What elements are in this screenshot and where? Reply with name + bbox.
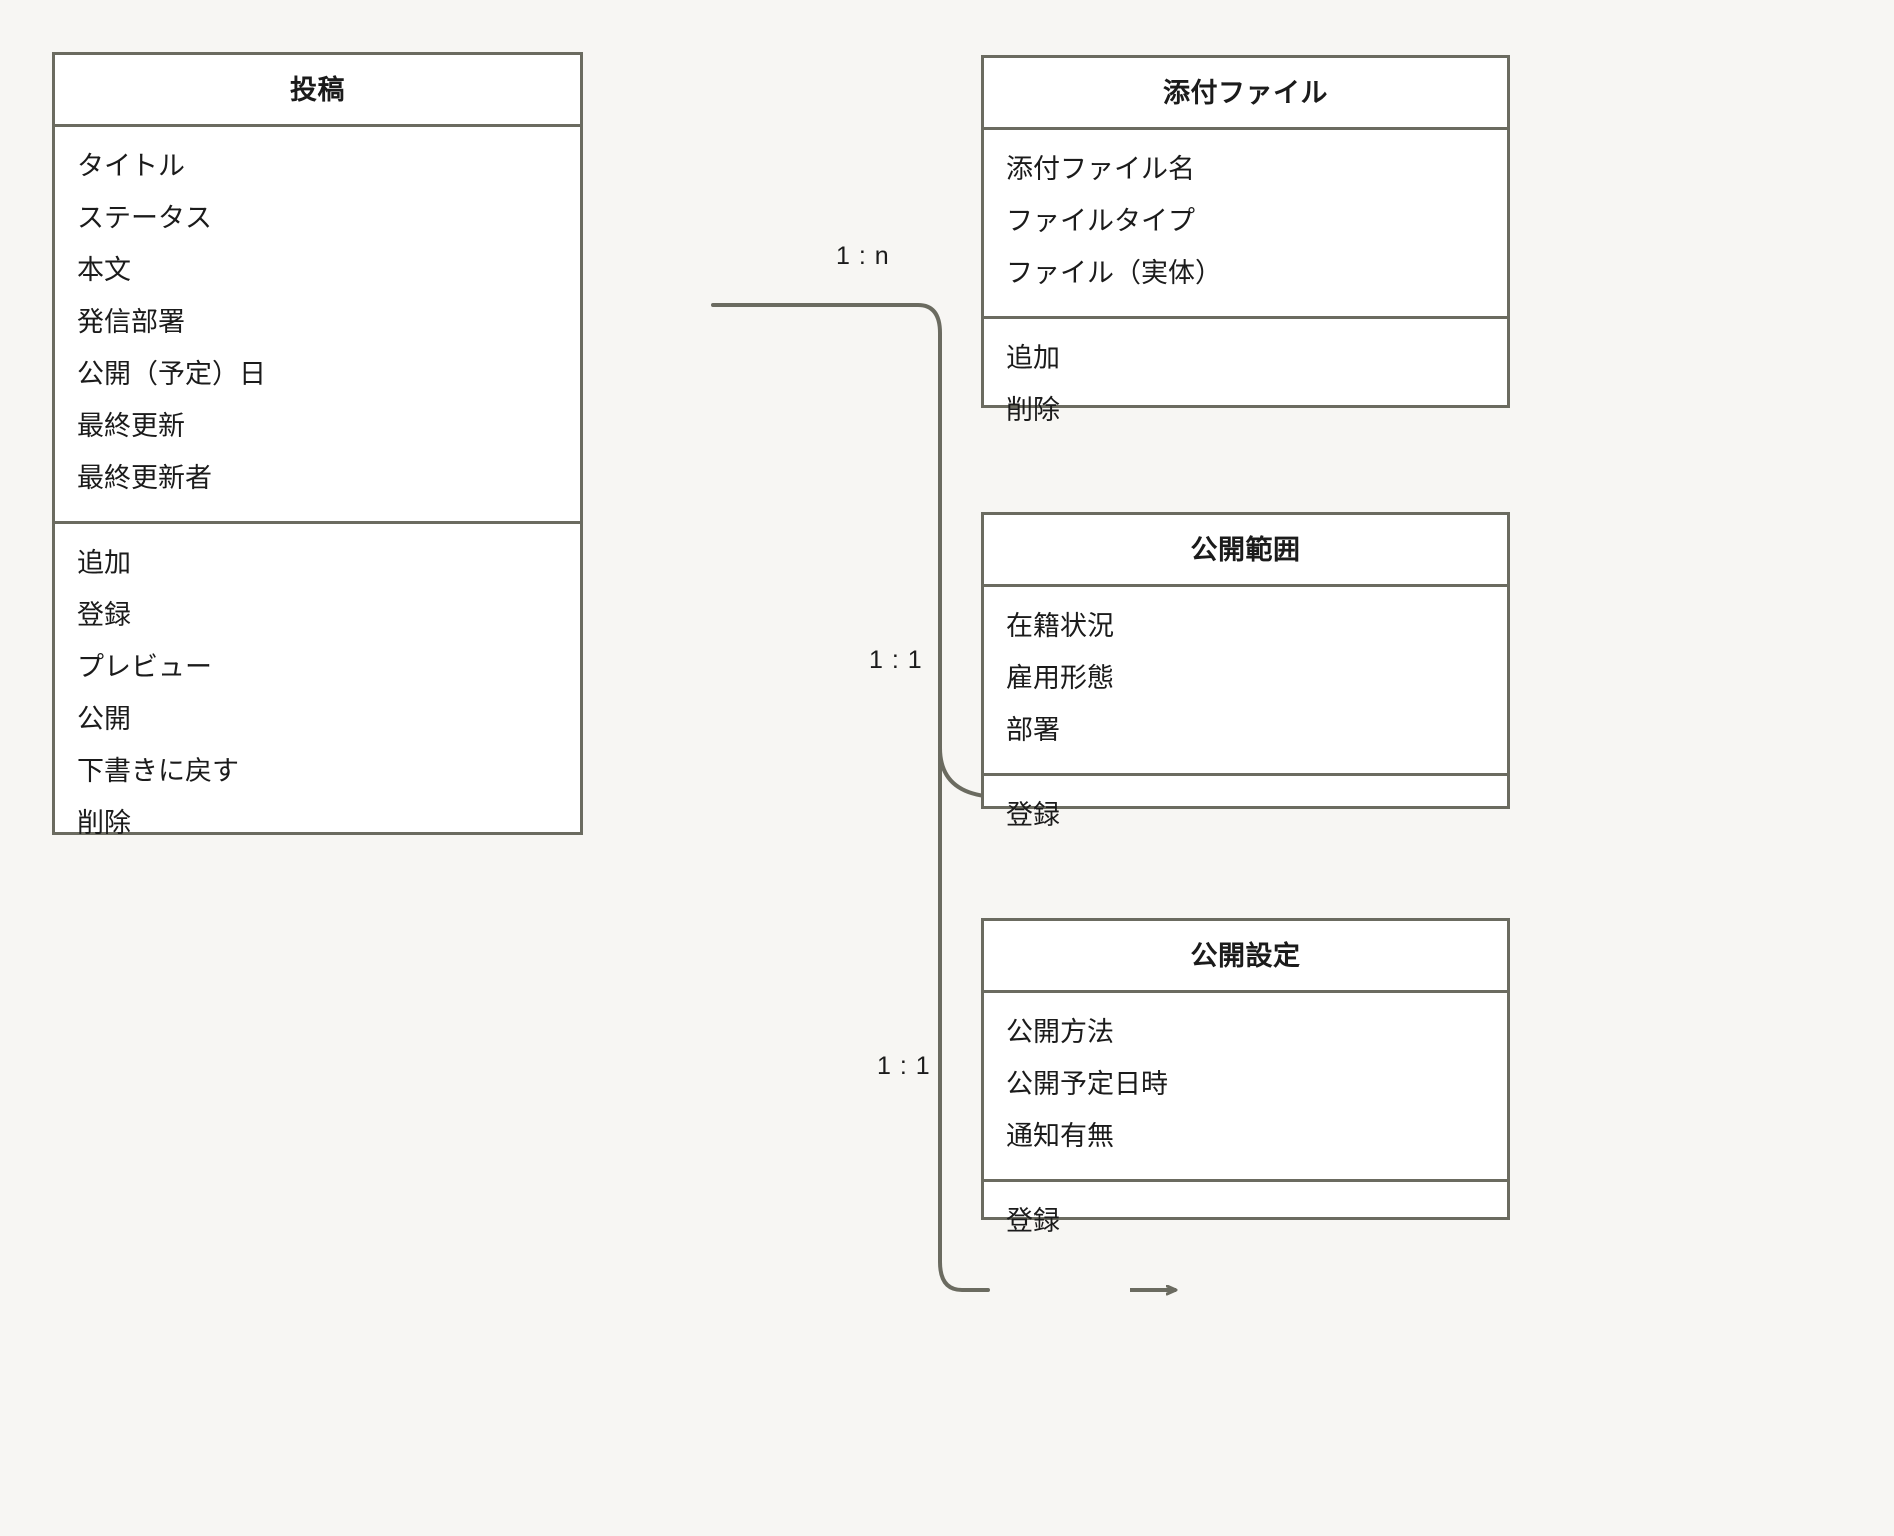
relation-trunk xyxy=(711,303,990,1292)
attribute-row: 発信部署 xyxy=(77,307,185,337)
attribute-row: タイトル xyxy=(77,151,185,181)
class-attributes-settings: 公開方法 公開予定日時 通知有無 xyxy=(984,993,1507,1179)
operation-row: 登録 xyxy=(1006,1206,1060,1236)
attribute-row: 本文 xyxy=(77,255,131,285)
operation-row: 削除 xyxy=(77,808,131,838)
class-operations-scope: 登録 xyxy=(984,773,1507,858)
class-box-settings[interactable]: 公開設定 公開方法 公開予定日時 通知有無 登録 xyxy=(981,918,1510,1235)
class-title-post: 投稿 xyxy=(55,55,580,127)
class-box-scope[interactable]: 公開範囲 在籍状況 雇用形態 部署 登録 xyxy=(981,512,1510,829)
class-attributes-attachment: 添付ファイル名 ファイルタイプ ファイル（実体） xyxy=(984,130,1507,316)
attribute-row: ステータス xyxy=(77,203,212,233)
attribute-row: 通知有無 xyxy=(1006,1121,1114,1151)
attribute-row: 在籍状況 xyxy=(1006,611,1114,641)
attribute-row: ファイル（実体） xyxy=(1006,258,1222,288)
class-title-scope: 公開範囲 xyxy=(984,515,1507,587)
class-box-attachment[interactable]: 添付ファイル 添付ファイル名 ファイルタイプ ファイル（実体） 追加 削除 xyxy=(981,55,1510,424)
attribute-row: 雇用形態 xyxy=(1006,663,1114,693)
class-operations-post: 追加 登録 プレビュー 公開 下書きに戻す 削除 xyxy=(55,521,580,866)
operation-row: 下書きに戻す xyxy=(77,756,239,786)
class-title-attachment: 添付ファイル xyxy=(984,58,1507,130)
operation-row: 登録 xyxy=(77,600,131,630)
operation-row: プレビュー xyxy=(77,652,212,682)
operation-row: 追加 xyxy=(77,548,131,578)
attribute-row: 最終更新 xyxy=(77,411,185,441)
attribute-row: 公開予定日時 xyxy=(1006,1069,1168,1099)
relation-label-post-settings: 1 : 1 xyxy=(877,1052,931,1080)
attribute-row: 最終更新者 xyxy=(77,463,212,493)
attribute-row: 公開（予定）日 xyxy=(77,359,266,389)
attribute-row: ファイルタイプ xyxy=(1006,206,1195,236)
relation-label-post-attachment: 1 : n xyxy=(836,242,890,270)
operation-row: 追加 xyxy=(1006,343,1060,373)
operation-row: 削除 xyxy=(1006,395,1060,425)
class-attributes-scope: 在籍状況 雇用形態 部署 xyxy=(984,587,1507,773)
attribute-row: 部署 xyxy=(1006,715,1060,745)
class-attributes-post: タイトル ステータス 本文 発信部署 公開（予定）日 最終更新 最終更新者 xyxy=(55,127,580,521)
operation-row: 公開 xyxy=(77,704,131,734)
relation-label-post-scope: 1 : 1 xyxy=(869,646,923,674)
class-title-settings: 公開設定 xyxy=(984,921,1507,993)
class-operations-settings: 登録 xyxy=(984,1179,1507,1264)
attribute-row: 公開方法 xyxy=(1006,1017,1114,1047)
operation-row: 登録 xyxy=(1006,800,1060,830)
class-box-post[interactable]: 投稿 タイトル ステータス 本文 発信部署 公開（予定）日 最終更新 最終更新者… xyxy=(52,52,583,837)
class-operations-attachment: 追加 削除 xyxy=(984,316,1507,453)
attribute-row: 添付ファイル名 xyxy=(1006,154,1195,184)
